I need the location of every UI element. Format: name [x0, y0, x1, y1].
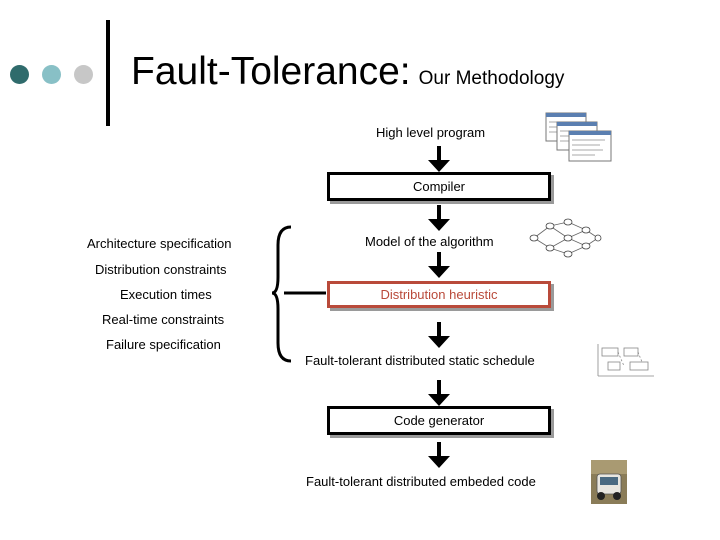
program-windows-icon	[545, 112, 612, 162]
title-main: Fault-Tolerance:	[131, 50, 411, 93]
input-real-time-constraints: Real-time constraints	[102, 312, 225, 327]
distribution-heuristic-label: Distribution heuristic	[380, 287, 498, 302]
compiler-label: Compiler	[412, 179, 465, 194]
code-generator-label: Code generator	[393, 413, 485, 428]
distribution-heuristic-box: Distribution heuristic	[327, 281, 551, 308]
arrow-2	[428, 205, 450, 231]
arrow-3	[428, 252, 450, 278]
title-divider	[106, 20, 110, 126]
input-execution-times: Execution times	[120, 287, 212, 302]
embedded-code-label: Fault-tolerant distributed embeded code	[306, 474, 536, 489]
model-label: Model of the algorithm	[365, 234, 494, 249]
high-level-program-label: High level program	[376, 125, 486, 140]
schedule-chart-icon	[597, 344, 654, 377]
title-sub: Our Methodology	[418, 68, 565, 89]
input-failure-specification: Failure specification	[106, 337, 221, 352]
code-generator-box: Code generator	[327, 406, 551, 435]
arrow-1	[428, 146, 450, 172]
compiler-box: Compiler	[327, 172, 551, 201]
input-distribution-constraints: Distribution constraints	[95, 262, 227, 277]
algorithm-graph-icon	[529, 218, 602, 258]
schedule-label: Fault-tolerant distributed static schedu…	[305, 353, 535, 368]
arrow-5	[428, 380, 450, 406]
bullet-dot-light	[74, 65, 93, 84]
input-architecture-specification: Architecture specification	[87, 236, 232, 251]
slide-title: Fault-Tolerance: Our Methodology	[131, 50, 564, 94]
arrow-6	[428, 442, 450, 468]
arrow-4	[428, 322, 450, 348]
bullet-dot-mid	[42, 65, 61, 84]
inputs-brace	[271, 225, 326, 363]
vehicle-photo-icon	[591, 460, 627, 504]
bullet-dot-dark	[10, 65, 29, 84]
